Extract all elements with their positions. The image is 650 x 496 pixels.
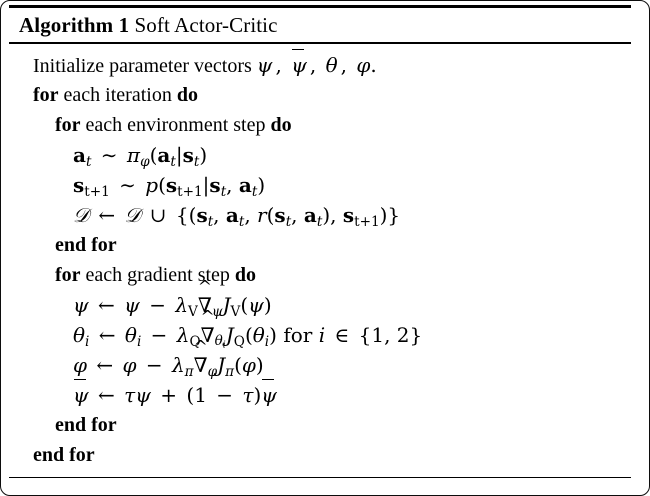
keyword-for: for [33, 83, 59, 106]
algorithm-caption-label: Algorithm 1 [19, 13, 130, 37]
keyword-do: do [234, 263, 257, 286]
keyword-end-for: end for [55, 413, 117, 436]
keyword-end-for: end for [55, 233, 117, 256]
algorithm-caption: Algorithm 1 Soft Actor-Critic [9, 8, 631, 42]
algorithm-line-1-initialize: Initialize parameter vectors ψ, ψ, θ, φ. [9, 48, 631, 80]
equation-replay-buffer-update: 𝒟 ← 𝒟 ∪ {(st, at, r(st, at), st+1)} [73, 202, 401, 230]
algorithm-line-8-for-gradient-step: for each gradient step do [9, 260, 631, 290]
algorithm-body: Initialize parameter vectors ψ, ψ, θ, φ.… [9, 44, 631, 477]
algorithm-line-13-end-for: end for [9, 410, 631, 440]
algorithm-line-7-end-for: end for [9, 230, 631, 260]
algorithm-line-14-end-for: end for [9, 440, 631, 470]
equation-value-update: ψ ← ψ − λV∇ψJV(ψ) [73, 293, 272, 320]
algorithm-line-5-state-transition: st+1 ∼ p(st+1|st, at) [9, 170, 631, 200]
for-env-step-text: each environment step [85, 113, 266, 136]
keyword-for: for [55, 263, 81, 286]
equation-critic-update: θi ← θi − λQ∇θiJQ(θi) for i ∈ {1, 2} [73, 322, 422, 351]
algorithm-caption-title: Soft Actor-Critic [134, 13, 278, 37]
algorithm-line-6-replay-buffer-update: 𝒟 ← 𝒟 ∪ {(st, at, r(st, at), st+1)} [9, 200, 631, 230]
critic-update-for-word: for [283, 322, 313, 347]
algorithm-line-10-critic-update: θi ← θi − λQ∇θiJQ(θi) for i ∈ {1, 2} [9, 320, 631, 351]
algorithm-caption-rule [9, 42, 631, 44]
algorithm-float: Algorithm 1 Soft Actor-Critic Initialize… [9, 5, 631, 479]
keyword-for: for [55, 113, 81, 136]
initialize-symbols: ψ, ψ, θ, φ. [257, 48, 377, 77]
keyword-end-for: end for [33, 443, 95, 466]
keyword-do: do [270, 113, 292, 136]
equation-state-transition: st+1 ∼ p(st+1|st, at) [73, 172, 266, 200]
initialize-text: Initialize parameter vectors [33, 54, 257, 77]
algorithm-line-9-value-update: ψ ← ψ − λV∇ψJV(ψ) [9, 290, 631, 320]
algorithm-line-4-action-sample: at ∼ πφ(at|st) [9, 140, 631, 170]
algorithm-line-2-for-iteration: for each iteration do [9, 80, 631, 110]
equation-action-sample: at ∼ πφ(at|st) [73, 142, 208, 170]
for-gradient-step-text: each gradient step [85, 263, 230, 286]
equation-target-update: ψ ← τψ + (1 − τ)ψ [73, 378, 277, 407]
keyword-do: do [176, 83, 198, 106]
algorithm-line-12-target-update: ψ ← τψ + (1 − τ)ψ [9, 378, 631, 410]
equation-policy-update: φ ← φ − λπ∇φJπ(φ) [73, 353, 264, 380]
algorithm-line-3-for-env-step: for each environment step do [9, 110, 631, 140]
algorithm-line-11-policy-update: φ ← φ − λπ∇φJπ(φ) [9, 350, 631, 380]
algorithm-top-rule [9, 5, 631, 8]
algorithm-bottom-rule [9, 476, 631, 479]
for-iteration-text: each iteration [63, 83, 172, 106]
